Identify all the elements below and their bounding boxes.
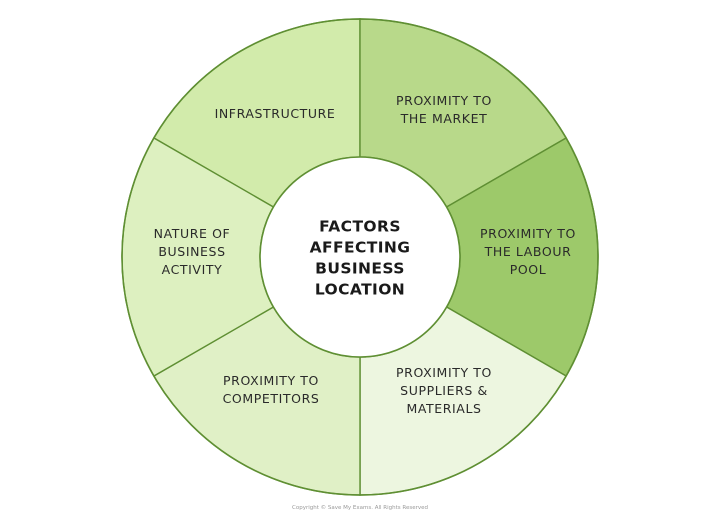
label-line: NATURE OF	[154, 226, 231, 241]
label-infrastructure: INFRASTRUCTURE	[215, 106, 336, 121]
label-line: POOL	[510, 262, 547, 277]
label-line: THE LABOUR	[484, 244, 572, 259]
copyright-footer: Copyright © Save My Exams. All Rights Re…	[292, 505, 428, 511]
center-circle	[259, 156, 461, 358]
label-line: BUSINESS	[158, 244, 225, 259]
label-line: COMPETITORS	[223, 391, 320, 406]
label-proximity-to-labour-pool: PROXIMITY TO THE LABOUR POOL	[480, 226, 576, 277]
label-line: PROXIMITY TO	[396, 93, 492, 108]
center-title: FACTORS AFFECTING BUSINESS LOCATION	[310, 218, 411, 299]
label-line: PROXIMITY TO	[480, 226, 576, 241]
center-title-line: AFFECTING	[310, 239, 411, 257]
center-title-line: BUSINESS	[315, 260, 405, 278]
center-title-line: LOCATION	[315, 281, 405, 299]
label-line: SUPPLIERS &	[400, 383, 488, 398]
label-line: MATERIALS	[406, 401, 481, 416]
wheel-segments	[121, 18, 599, 496]
label-nature-of-business-activity: NATURE OF BUSINESS ACTIVITY	[154, 226, 231, 277]
label-line: INFRASTRUCTURE	[215, 106, 336, 121]
label-line: PROXIMITY TO	[396, 365, 492, 380]
label-line: ACTIVITY	[162, 262, 223, 277]
label-proximity-to-market: PROXIMITY TO THE MARKET	[396, 93, 492, 126]
label-proximity-to-competitors: PROXIMITY TO COMPETITORS	[223, 373, 320, 406]
center-title-line: FACTORS	[319, 218, 401, 236]
label-line: PROXIMITY TO	[223, 373, 319, 388]
outer-ring	[121, 18, 599, 496]
label-line: THE MARKET	[400, 111, 488, 126]
label-proximity-to-suppliers: PROXIMITY TO SUPPLIERS & MATERIALS	[396, 365, 492, 416]
